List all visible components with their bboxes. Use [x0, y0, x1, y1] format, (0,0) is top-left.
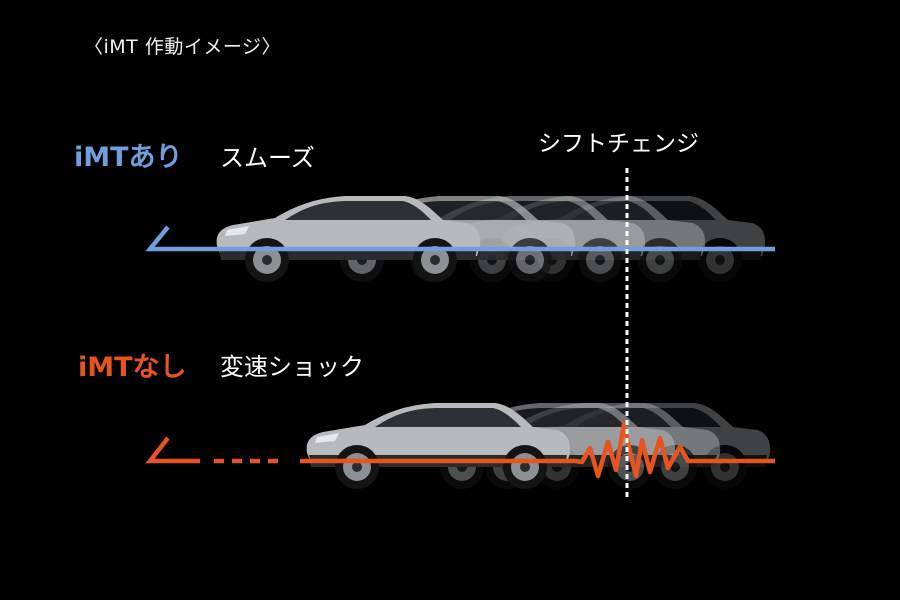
- imt-on-speed-line: [145, 225, 775, 252]
- imt-on-label: iMTあり: [74, 142, 183, 173]
- imt-on-car-trail: [216, 196, 766, 282]
- imt-on-description: スムーズ: [220, 144, 315, 172]
- imt-off-label: iMTなし: [78, 352, 187, 383]
- imt-off-car-trail: [306, 403, 771, 489]
- imt-off-description: 変速ショック: [220, 353, 364, 381]
- diagram-title: 〈iMT 作動イメージ〉: [84, 36, 281, 58]
- shift-change-label: シフトチェンジ: [538, 131, 699, 157]
- imt-off-speed-line: [145, 421, 775, 479]
